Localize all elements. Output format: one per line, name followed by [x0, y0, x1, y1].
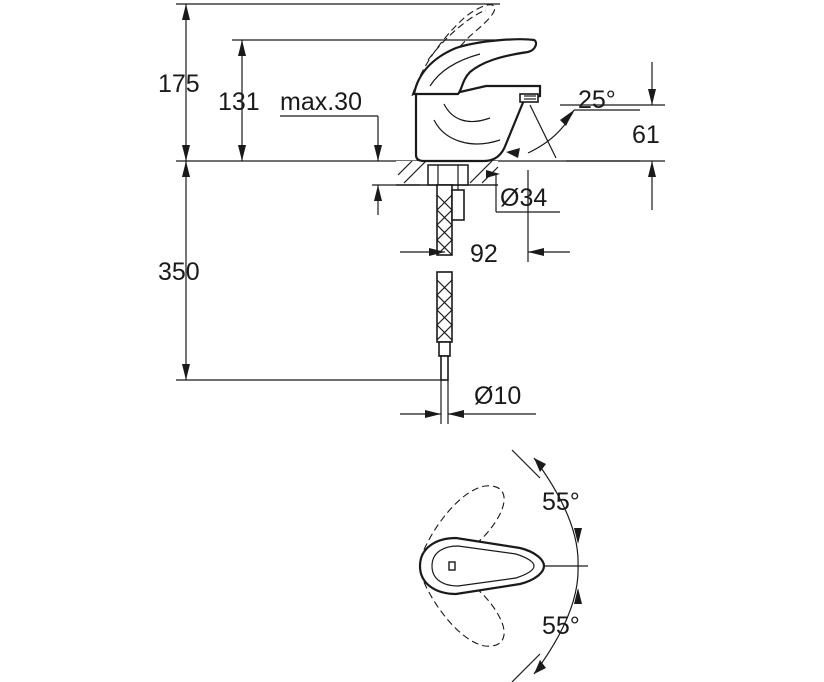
dim-25-label: 25° — [578, 86, 616, 114]
dim-61-label: 61 — [632, 121, 660, 149]
dim-34-label: Ø34 — [500, 184, 547, 212]
deck-section — [372, 160, 499, 190]
dim-131-label: 131 — [218, 88, 260, 116]
dim-175: 175 — [158, 4, 200, 161]
dim-max30-label: max.30 — [280, 88, 362, 116]
dim-175-label: 175 — [158, 70, 200, 98]
supply-hose — [436, 184, 465, 381]
side-view: 175 131 max.30 350 — [158, 3, 665, 424]
lever-left-ghost — [419, 485, 505, 561]
dim-350: 350 — [158, 161, 200, 380]
dim-diameter-10: Ø10 — [400, 380, 536, 424]
dim-92: 92 — [400, 170, 570, 268]
dim-max30: max.30 — [280, 88, 382, 215]
lever-right-ghost — [419, 571, 505, 647]
top-view: 55° 55° — [418, 449, 588, 682]
faucet-lever — [412, 38, 538, 96]
dim-55-bottom-label: 55° — [542, 612, 580, 640]
dim-10-label: Ø10 — [474, 382, 521, 410]
dim-61: 61 — [632, 62, 660, 210]
faucet-side — [411, 4, 542, 163]
dim-131: 131 — [218, 40, 260, 161]
dim-92-label: 92 — [470, 240, 498, 268]
dim-350-label: 350 — [158, 258, 200, 286]
dim-55-top-label: 55° — [542, 488, 580, 516]
extension-lines — [176, 3, 665, 381]
dim-diameter-34: Ø34 — [486, 170, 560, 213]
dim-25-degree: 25° — [506, 86, 640, 159]
faucet-top — [418, 536, 546, 596]
